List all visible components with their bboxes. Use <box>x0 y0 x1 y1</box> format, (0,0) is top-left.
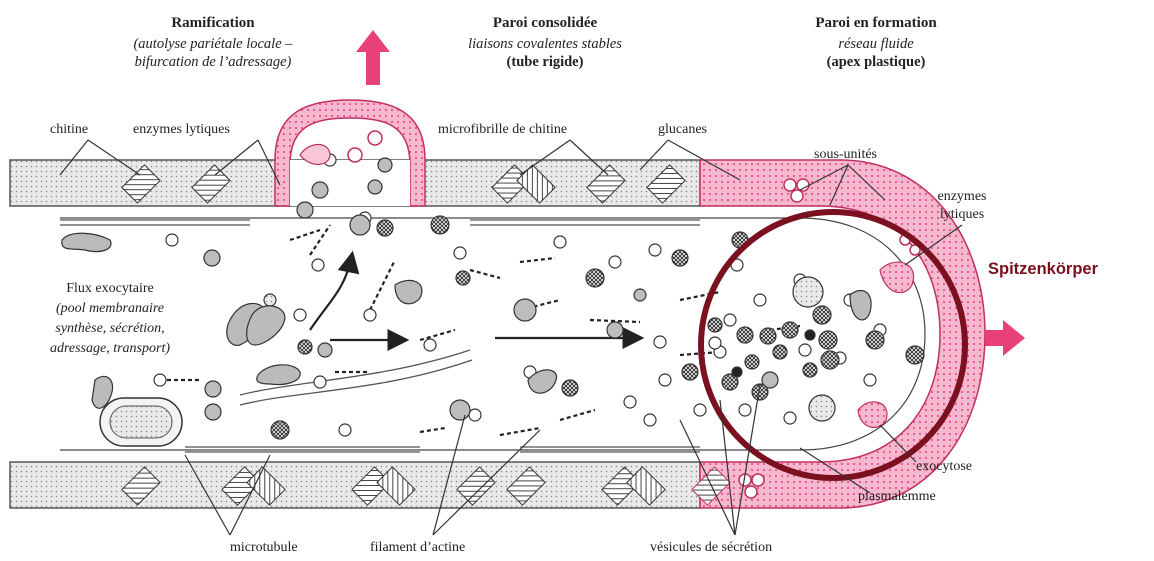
label-sous-unites: sous-unités <box>814 147 877 162</box>
label-filament-actine: filament d’actine <box>370 540 465 555</box>
flux-line: adressage, transport) <box>50 341 170 356</box>
header-title: Ramification <box>171 15 255 31</box>
label-enzymes-lytiques-top: enzymes lytiques <box>133 122 230 137</box>
label-microfibrille: microfibrille de chitine <box>438 122 567 137</box>
label-glucanes: glucanes <box>658 122 707 137</box>
header-line: liaisons covalentes stables <box>468 36 622 52</box>
header-paroi-consolidee: Paroi consolidée liaisons covalentes sta… <box>468 15 622 70</box>
header-title: Paroi en formation <box>815 15 937 31</box>
branch-growth-arrow <box>356 30 390 85</box>
label-flux-exocytaire: Flux exocytaire (pool membranaire synthè… <box>50 281 170 356</box>
header-line: (autolyse pariétale locale – <box>133 36 293 52</box>
header-ramification: Ramification (autolyse pariétale locale … <box>133 15 293 70</box>
header-paroi-formation: Paroi en formation réseau fluide (apex p… <box>815 15 937 70</box>
dotted-vesicles <box>264 277 835 421</box>
header-line: bifurcation de l’adressage) <box>135 54 292 70</box>
header-title: Paroi consolidée <box>493 15 598 31</box>
label-plasmalemme: plasmalemme <box>858 489 936 504</box>
header-line: (apex plastique) <box>827 54 926 70</box>
apical-growth-arrow <box>985 320 1025 356</box>
header-line: réseau fluide <box>838 36 914 52</box>
flux-line: Flux exocytaire <box>66 281 153 296</box>
label-vesicules: vésicules de sécrétion <box>650 540 772 555</box>
label-exocytose: exocytose <box>916 459 972 474</box>
label-lytiques-right: lytiques <box>940 207 984 222</box>
label-enzymes-right: enzymes <box>938 189 987 204</box>
label-chitine: chitine <box>50 122 88 137</box>
flux-line: synthèse, sécrétion, <box>55 321 164 336</box>
header-line: (tube rigide) <box>507 54 584 70</box>
label-microtubule: microtubule <box>230 540 298 555</box>
flux-line: (pool membranaire <box>56 301 164 316</box>
chitin-blocks <box>122 165 730 505</box>
bottom-wall <box>10 462 700 508</box>
mitochondrion <box>100 398 182 446</box>
flow-arrows <box>310 255 640 340</box>
label-spitzenkorper: Spitzenkörper <box>988 260 1099 278</box>
